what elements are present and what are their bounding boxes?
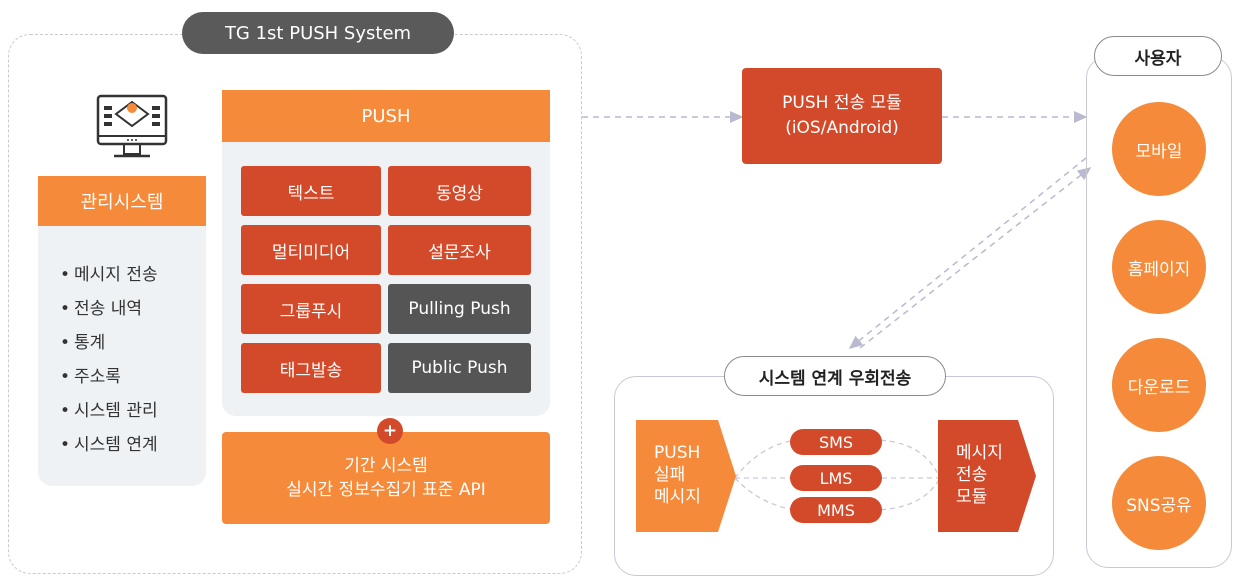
module-line-2: (iOS/Android) (785, 118, 899, 138)
sms-channel: SMS (790, 429, 882, 455)
push-video-button[interactable]: 동영상 (388, 166, 531, 216)
system-title: TG 1st PUSH System (182, 12, 454, 54)
admin-item-integration[interactable]: 시스템 연계 (60, 428, 200, 462)
message-send-module-block: 메시지 전송 모듈 (938, 420, 1036, 532)
mms-channel: MMS (790, 497, 882, 523)
lms-channel: LMS (790, 465, 882, 491)
push-fail-message-block: PUSH 실패 메시지 (636, 420, 736, 532)
admin-item-stats[interactable]: 통계 (60, 326, 200, 360)
monitor-icon (92, 92, 172, 164)
send-module-line-1: 메시지 (956, 443, 1003, 463)
user-download: 다운로드 (1112, 338, 1206, 432)
push-survey-button[interactable]: 설문조사 (388, 225, 531, 275)
public-push-button[interactable]: Public Push (388, 343, 531, 393)
api-line-2: 실시간 정보수집기 표준 API (286, 480, 486, 500)
admin-item-sysadmin[interactable]: 시스템 관리 (60, 394, 200, 428)
push-multimedia-button[interactable]: 멀티미디어 (241, 225, 381, 275)
push-text-button[interactable]: 텍스트 (241, 166, 381, 216)
push-group-button[interactable]: 그룹푸시 (241, 284, 381, 334)
admin-item-addressbook[interactable]: 주소록 (60, 360, 200, 394)
admin-title: 관리시스템 (38, 176, 206, 226)
send-module-line-2: 전송 (956, 465, 988, 485)
merge-top (871, 439, 941, 479)
pulling-push-button[interactable]: Pulling Push (388, 284, 531, 334)
api-box: 기간 시스템 실시간 정보수집기 표준 API (222, 432, 550, 524)
admin-menu: 메시지 전송 전송 내역 통계 주소록 시스템 관리 시스템 연계 (60, 258, 200, 462)
fail-line-2: 실패 (654, 465, 686, 485)
admin-item-history[interactable]: 전송 내역 (60, 292, 200, 326)
arrow-bypass-to-users (859, 167, 1092, 349)
bypass-title: 시스템 연계 우회전송 (724, 356, 946, 396)
send-module-line-3: 모듈 (956, 487, 988, 507)
arrow-users-to-bypass (848, 157, 1087, 349)
user-sns-share: SNS공유 (1112, 456, 1206, 550)
fail-line-1: PUSH (654, 443, 701, 463)
push-tag-button[interactable]: 태그발송 (241, 343, 381, 393)
push-title: PUSH (222, 90, 550, 142)
fail-line-3: 메시지 (654, 487, 701, 507)
users-title: 사용자 (1094, 36, 1222, 76)
push-transfer-module: PUSH 전송 모듈 (iOS/Android) (742, 68, 942, 164)
merge-bot (871, 477, 941, 511)
admin-item-send[interactable]: 메시지 전송 (60, 258, 200, 292)
plus-icon: + (377, 418, 403, 444)
user-homepage: 홈페이지 (1112, 220, 1206, 314)
branch-bot (734, 477, 801, 511)
user-mobile: 모바일 (1112, 102, 1206, 196)
module-line-1: PUSH 전송 모듈 (782, 93, 902, 113)
api-line-1: 기간 시스템 (344, 456, 428, 476)
